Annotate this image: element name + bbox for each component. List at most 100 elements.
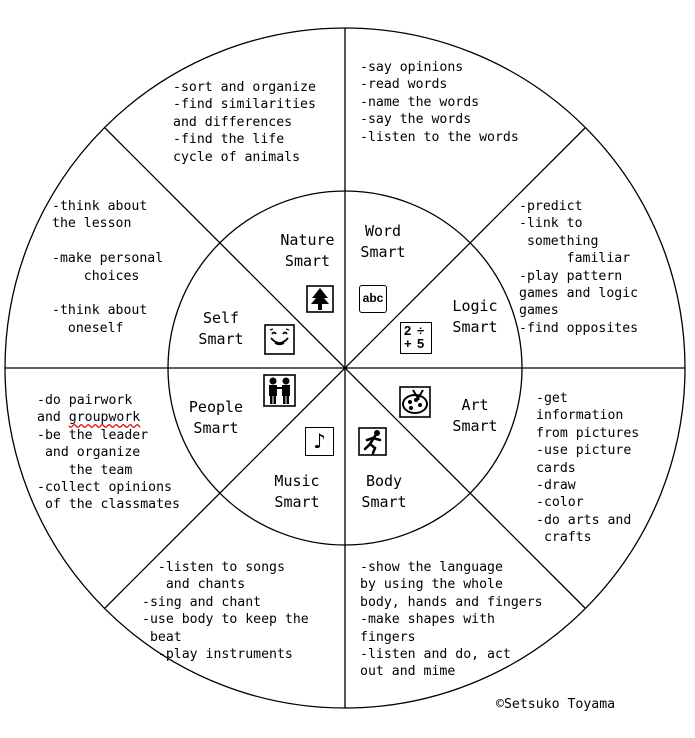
palette-icon (399, 386, 431, 418)
text-line (52, 233, 163, 250)
text-line: -sort and organize (173, 80, 316, 95)
text-line: -draw (536, 478, 576, 494)
text-line: -say opinions (360, 60, 464, 75)
text-line: -show the language (360, 560, 503, 575)
text-line: -find opposites (519, 320, 639, 336)
math-icon-bottom-left: + (404, 336, 412, 351)
abc-icon: abc (359, 285, 387, 313)
text-line: Smart (452, 417, 498, 435)
text-line: -think about (52, 303, 148, 319)
abc-icon-text: abc (362, 291, 384, 305)
text-line: Smart (360, 243, 406, 261)
text-line: People (188, 398, 244, 416)
copyright: ©Setsuko Toyama (496, 697, 616, 712)
two-people-icon (263, 374, 296, 407)
text-line: familiar (519, 251, 631, 267)
text-line: cards (536, 460, 576, 476)
text-line: crafts (536, 530, 592, 546)
text-line: -sing and chant (142, 594, 262, 610)
text-line: Smart (361, 493, 407, 511)
text-line: by using the whole (360, 577, 503, 593)
text-line: -link to (519, 216, 583, 232)
tree-icon (306, 285, 334, 313)
text-line: games (519, 303, 559, 319)
text-line: Body (365, 472, 403, 490)
text-line: -find similarities (173, 97, 316, 113)
text-line: Smart (274, 493, 320, 511)
text-line: Word (364, 222, 402, 240)
text-line: Smart (193, 419, 239, 437)
math-icon: 2 ÷ + 5 (400, 322, 432, 354)
math-icon-bottom-right: 5 (417, 336, 425, 351)
music-activities: -listen to songs and chants-sing and cha… (142, 559, 309, 663)
text-line: -listen and do, act (360, 647, 511, 663)
text-line: something (519, 233, 599, 249)
text-line: Nature (280, 231, 335, 249)
word-activities: -say opinions -read words-name the words -… (360, 59, 519, 146)
text-line: and differences (173, 114, 293, 130)
text-line: games and logic (519, 286, 639, 302)
text-line: the lesson (52, 216, 132, 232)
text-line: fingers (360, 629, 416, 645)
text-line: -play pattern (519, 268, 623, 284)
text-line: cycle of animals (173, 149, 301, 165)
math-icon-top-right: ÷ (417, 323, 425, 338)
text-line: Smart (452, 318, 498, 336)
self-activities: -think about the lesson -make personal ch… (52, 198, 163, 337)
math-icon-top-left: 2 (404, 323, 412, 338)
text-line: -make shapes with (360, 612, 495, 628)
text-line: -be the leader (37, 427, 149, 443)
text-line: -do pairwork (37, 393, 133, 408)
text-line: -listen to songs (142, 560, 285, 575)
logic-activities: -predict -link to something familiar-play… (519, 198, 638, 337)
text-line: from pictures (536, 425, 640, 441)
text-line: of the classmates (37, 497, 180, 513)
text-line: Self (202, 309, 240, 327)
text-line: -read words (360, 77, 448, 93)
text-line: -collect opinions (37, 480, 172, 496)
text-line: -do arts and (536, 512, 632, 528)
text-line: -name the words (360, 94, 480, 110)
text-line: -play instruments (142, 647, 293, 663)
text-line: Art (461, 396, 489, 414)
text-line: -get (536, 391, 568, 406)
text-line: -predict (519, 199, 583, 214)
text-line: -use body to keep the (142, 612, 309, 628)
text-line: -use picture (536, 443, 632, 459)
text-line (52, 285, 163, 302)
running-person-icon (358, 427, 387, 456)
text-line: the team (37, 462, 133, 478)
text-line: and organize (37, 445, 141, 461)
text-line: and chants (142, 577, 246, 593)
text-line: and groupwork (37, 410, 141, 426)
text-line: -find the life (173, 132, 285, 148)
text-line: Smart (198, 330, 244, 348)
text-line: Music (274, 472, 320, 490)
text-line: -say the words (360, 112, 472, 128)
text-line: body, hands and fingers (360, 594, 543, 610)
text-line: choices (52, 268, 140, 284)
text-line: Logic (452, 297, 498, 315)
text-line: -make personal (52, 251, 164, 267)
text-line: -listen to the words (360, 129, 519, 145)
text-line: -think about (52, 199, 148, 214)
smiling-face-icon (264, 324, 295, 355)
text-line: beat (142, 629, 182, 645)
divider-diagonal-b (104, 127, 586, 609)
text-line: Smart (284, 252, 331, 270)
music-note-glyph: ♪ (313, 429, 326, 453)
text-line: out and mime (360, 664, 456, 680)
music-note-icon: ♪ (305, 427, 334, 456)
